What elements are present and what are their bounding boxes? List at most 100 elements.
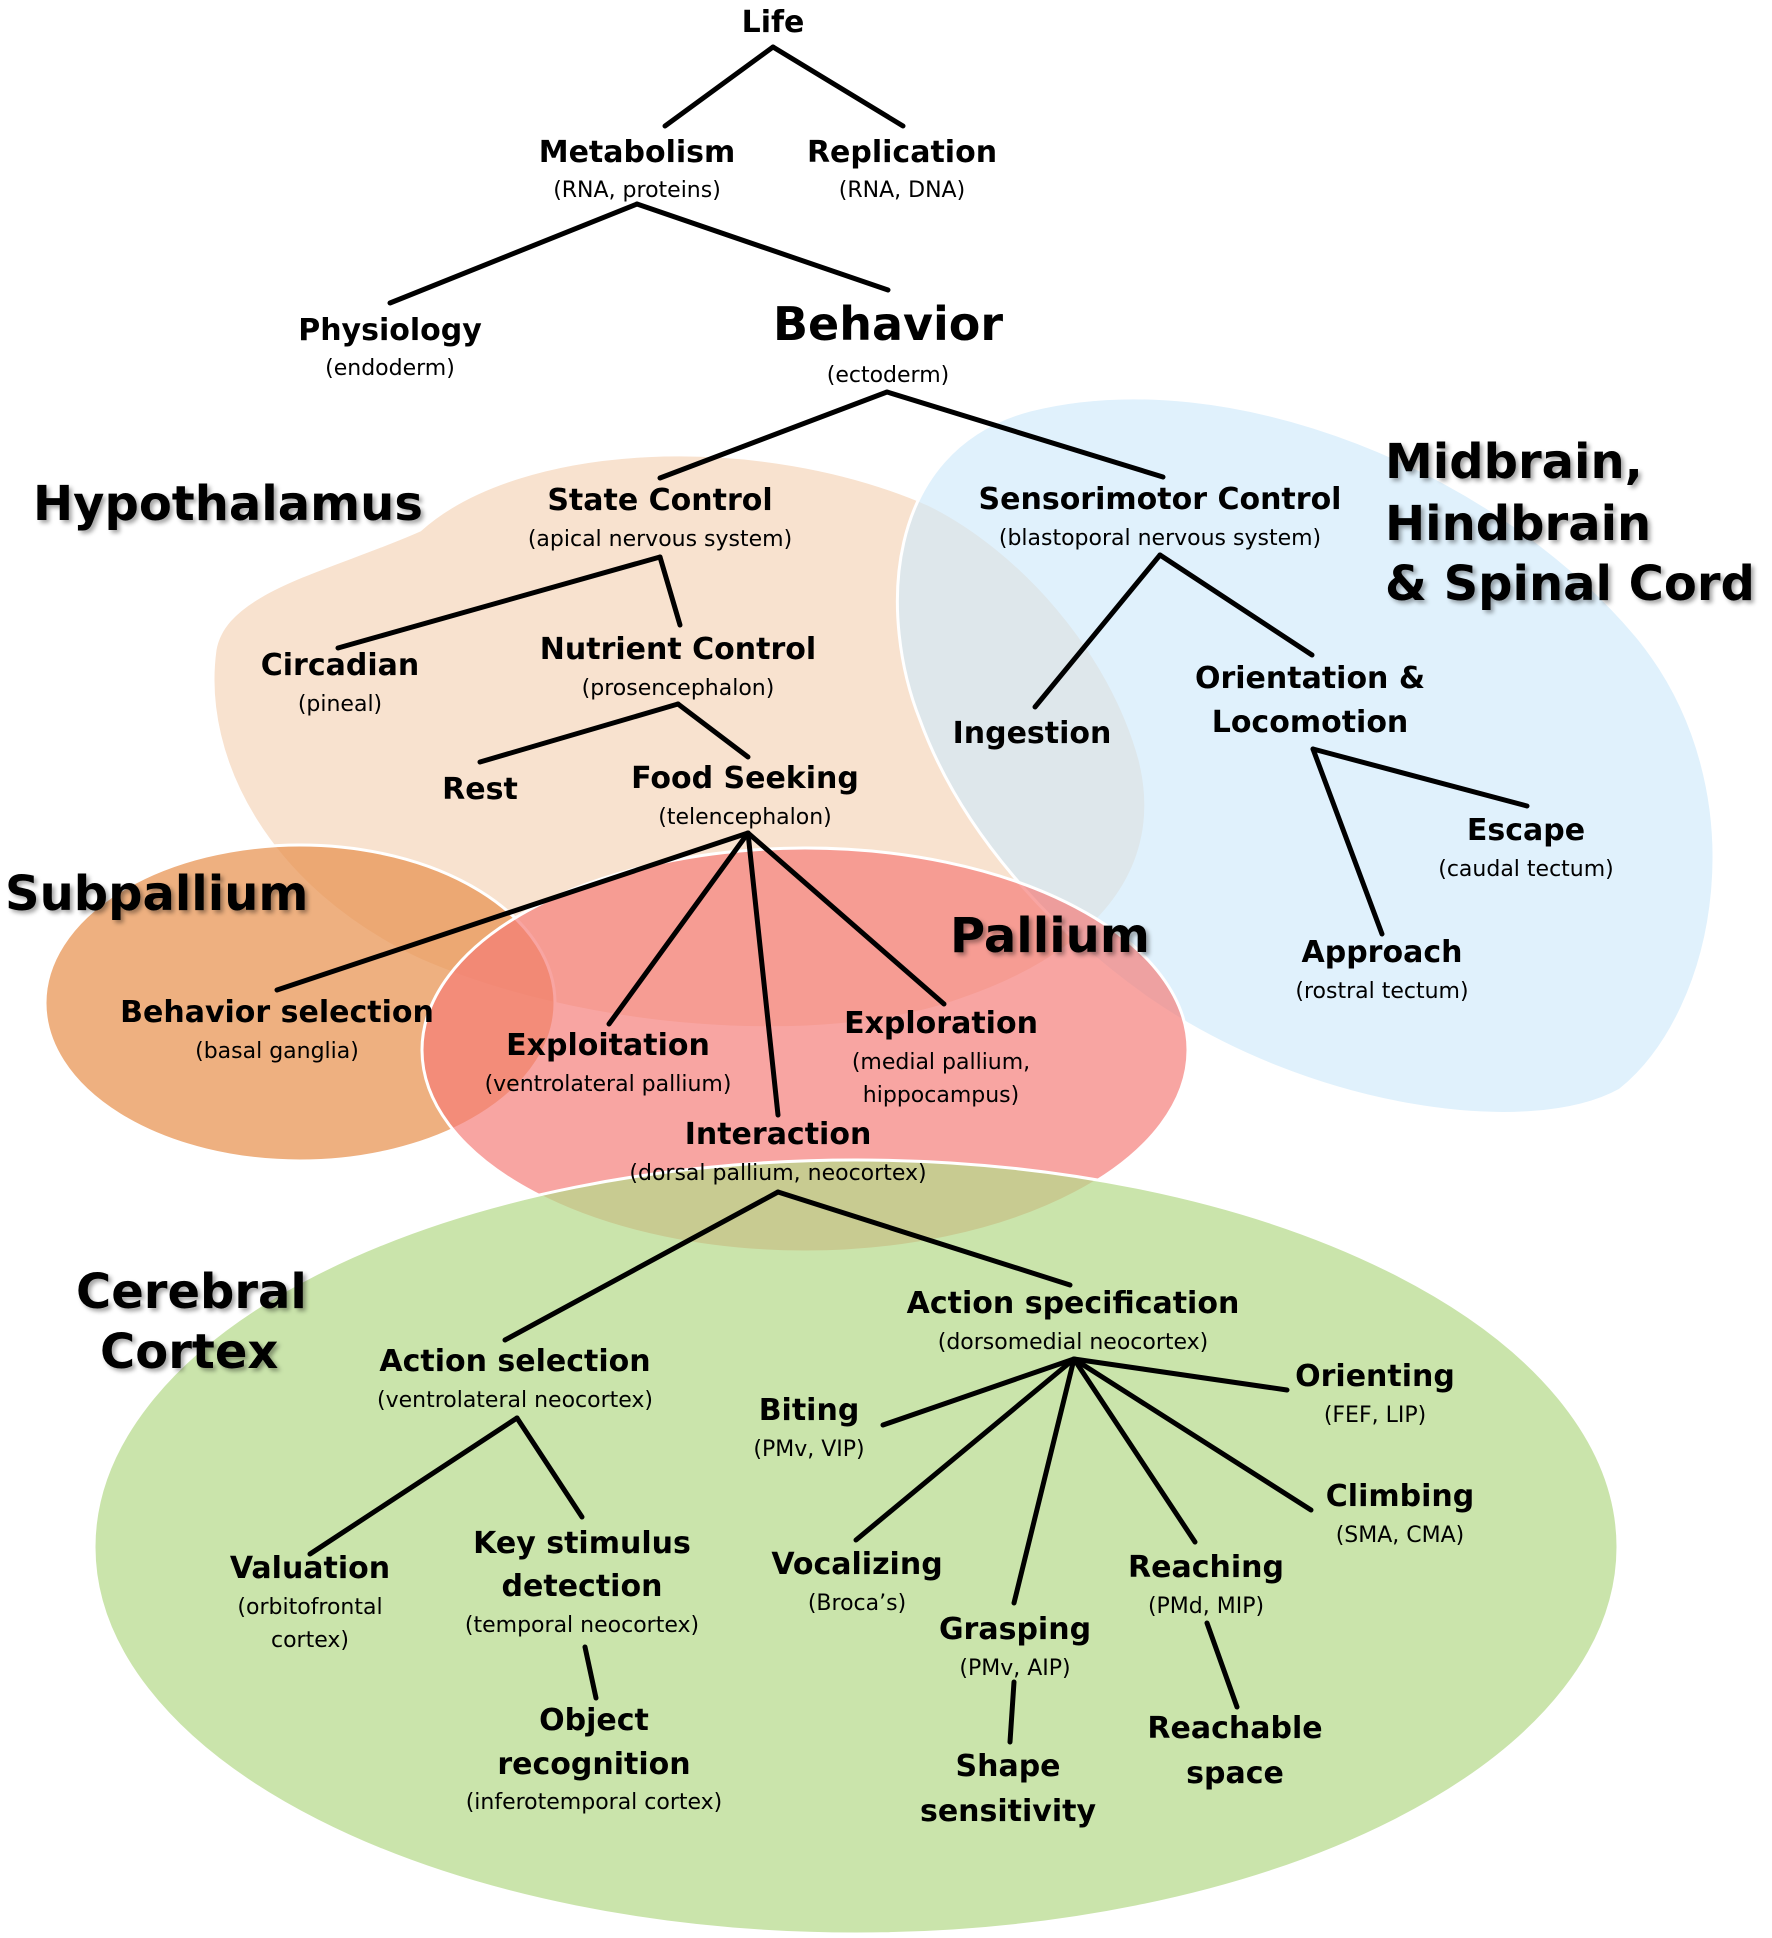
edge-sensorimotor-orientation	[1157, 552, 1315, 658]
region-label-cerebral: Cerebral	[76, 1264, 307, 1320]
edge-metabolism-physiology	[387, 201, 640, 306]
node-grasping: Grasping (PMv, AIP)	[939, 1612, 1091, 1681]
node-key-stimulus-sub: (temporal neocortex)	[465, 1613, 699, 1638]
node-reachable-space-label-2: space	[1186, 1756, 1284, 1791]
node-sensorimotor-label: Sensorimotor Control	[979, 482, 1342, 517]
edge-orientation-escape	[1310, 746, 1530, 809]
edge-selection-valuation	[307, 1415, 520, 1557]
edge-selection-key-stimulus	[514, 1415, 585, 1520]
edge-reaching-reachable	[1204, 1620, 1240, 1710]
region-labels: Hypothalamus Midbrain, Hindbrain & Spina…	[5, 434, 1755, 1380]
edge-spec-biting	[880, 1356, 1077, 1428]
node-approach-sub: (rostral tectum)	[1295, 979, 1468, 1004]
edge-food-behavior-selection	[274, 830, 751, 993]
edge-spec-reaching	[1071, 1356, 1198, 1545]
node-object-recognition-label-2: recognition	[497, 1747, 690, 1782]
region-label-cortex: Cortex	[100, 1324, 278, 1380]
node-food-seeking-label: Food Seeking	[631, 761, 859, 796]
node-biting: Biting (PMv, VIP)	[753, 1393, 864, 1462]
node-shape-sensitivity-label-1: Shape	[955, 1749, 1060, 1784]
node-action-selection-sub: (ventrolateral neocortex)	[377, 1388, 653, 1413]
node-orientation-locomotion: Orientation & Locomotion	[1195, 661, 1425, 740]
node-escape-sub: (caudal tectum)	[1438, 857, 1614, 882]
node-physiology-sub: (endoderm)	[325, 356, 455, 381]
node-behavior-selection-sub: (basal ganglia)	[195, 1039, 359, 1064]
node-escape: Escape (caudal tectum)	[1438, 813, 1614, 882]
node-replication-sub: (RNA, DNA)	[839, 178, 965, 203]
node-exploitation-label: Exploitation	[506, 1028, 710, 1063]
node-physiology: Physiology (endoderm)	[298, 313, 482, 381]
region-blobs	[43, 396, 1716, 1936]
node-state-control: State Control (apical nervous system)	[528, 483, 792, 552]
node-shape-sensitivity-label-2: sensitivity	[920, 1794, 1097, 1829]
node-valuation-label: Valuation	[230, 1551, 390, 1586]
node-reachable-space: Reachable space	[1147, 1711, 1322, 1791]
node-shape-sensitivity: Shape sensitivity	[920, 1749, 1097, 1829]
node-exploration-label: Exploration	[844, 1006, 1038, 1041]
node-valuation-sub-1: (orbitofrontal	[237, 1595, 382, 1620]
node-grasping-label: Grasping	[939, 1612, 1091, 1647]
node-exploitation-sub: (ventrolateral pallium)	[485, 1072, 732, 1097]
tree-edges	[274, 44, 1530, 1745]
edge-food-exploration	[745, 830, 947, 1007]
node-action-specification-sub: (dorsomedial neocortex)	[938, 1330, 1209, 1355]
edge-nutrient-rest	[477, 701, 681, 765]
node-nutrient-control: Nutrient Control (prosencephalon)	[540, 632, 816, 701]
node-metabolism-label: Metabolism	[539, 135, 736, 170]
edge-nutrient-food-seeking	[675, 701, 751, 760]
node-sensorimotor-control: Sensorimotor Control (blastoporal nervou…	[979, 482, 1342, 551]
node-behavior-selection: Behavior selection (basal ganglia)	[120, 995, 434, 1064]
node-orienting: Orienting (FEF, LIP)	[1295, 1359, 1455, 1428]
node-circadian: Circadian (pineal)	[261, 648, 419, 717]
edge-interaction-action-specification	[775, 1189, 1073, 1288]
edge-spec-vocalizing	[853, 1356, 1077, 1543]
node-approach-label: Approach	[1302, 935, 1463, 970]
node-approach: Approach (rostral tectum)	[1295, 935, 1468, 1004]
node-exploration-sub-2: hippocampus)	[863, 1083, 1019, 1108]
node-metabolism-sub: (RNA, proteins)	[553, 178, 721, 203]
region-label-midbrain-line-3: & Spinal Cord	[1385, 556, 1755, 612]
edge-behavior-sensorimotor	[884, 389, 1166, 480]
node-biting-sub: (PMv, VIP)	[753, 1437, 864, 1462]
edge-orientation-approach	[1310, 746, 1385, 937]
node-orientation-label-2: Locomotion	[1212, 705, 1409, 740]
node-nutrient-sub: (prosencephalon)	[582, 676, 775, 701]
node-object-recognition: Object recognition (inferotemporal corte…	[466, 1703, 723, 1815]
node-grasping-sub: (PMv, AIP)	[959, 1656, 1070, 1681]
node-interaction: Interaction (dorsal pallium, neocortex)	[629, 1117, 926, 1186]
node-action-specification-label: Action specification	[907, 1286, 1240, 1321]
node-interaction-label: Interaction	[685, 1117, 872, 1152]
node-circadian-label: Circadian	[261, 648, 419, 683]
node-vocalizing-sub: (Broca’s)	[808, 1591, 906, 1616]
node-action-selection-label: Action selection	[379, 1344, 650, 1379]
edge-food-exploitation	[606, 830, 751, 1027]
node-interaction-sub: (dorsal pallium, neocortex)	[629, 1161, 926, 1186]
node-ingestion-label: Ingestion	[953, 716, 1112, 751]
node-orientation-label-1: Orientation &	[1195, 661, 1425, 696]
node-exploration-sub-1: (medial pallium,	[852, 1050, 1030, 1075]
node-orienting-sub: (FEF, LIP)	[1324, 1403, 1426, 1428]
region-label-midbrain-line-2: Hindbrain	[1385, 496, 1651, 552]
node-replication-label: Replication	[807, 135, 997, 170]
node-climbing-label: Climbing	[1326, 1479, 1474, 1514]
node-valuation: Valuation (orbitofrontal cortex)	[230, 1551, 390, 1653]
node-action-selection: Action selection (ventrolateral neocorte…	[377, 1344, 653, 1413]
edge-grasping-shape	[1007, 1679, 1017, 1745]
node-metabolism: Metabolism (RNA, proteins)	[539, 135, 736, 203]
edge-state-circadian	[335, 554, 663, 651]
node-reaching-sub: (PMd, MIP)	[1148, 1594, 1264, 1619]
edge-behavior-state-control	[657, 389, 890, 481]
node-sensorimotor-sub: (blastoporal nervous system)	[999, 526, 1321, 551]
node-life-label: Life	[742, 5, 805, 40]
node-state-control-sub: (apical nervous system)	[528, 527, 792, 552]
node-vocalizing: Vocalizing (Broca’s)	[771, 1547, 942, 1616]
region-label-hypothalamus: Hypothalamus	[33, 476, 423, 532]
node-food-seeking-sub: (telencephalon)	[658, 805, 831, 830]
node-key-stimulus-label-1: Key stimulus	[473, 1526, 691, 1561]
node-key-stimulus-detection: Key stimulus detection (temporal neocort…	[465, 1526, 699, 1638]
node-life: Life	[742, 5, 805, 40]
edge-life-replication	[770, 44, 906, 129]
node-food-seeking: Food Seeking (telencephalon)	[631, 761, 859, 830]
node-climbing: Climbing (SMA, CMA)	[1326, 1479, 1474, 1548]
